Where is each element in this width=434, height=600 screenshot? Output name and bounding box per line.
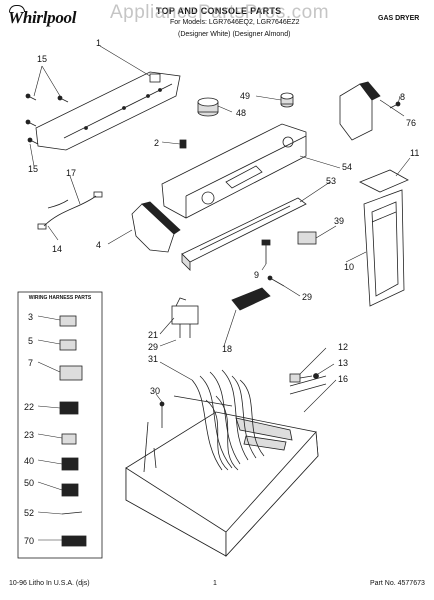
callout-16: 16 xyxy=(338,374,348,384)
part-1-console-bracket xyxy=(35,71,181,151)
watermark: AppliancePartsPros.com xyxy=(110,2,330,23)
callout-17: 17 xyxy=(66,168,76,178)
callout-13: 13 xyxy=(338,358,348,368)
wiring-callout-23: 23 xyxy=(24,430,34,440)
part-15-screws xyxy=(25,93,69,145)
part-21-control xyxy=(171,297,199,338)
part-number: Part No. 4577673 xyxy=(370,580,425,587)
callout-8: 8 xyxy=(400,92,405,102)
part-10-lint-duct xyxy=(363,189,405,307)
callout-10: 10 xyxy=(344,262,354,272)
wiring-callout-7: 7 xyxy=(28,358,33,368)
print-info: 10-96 Litho In U.S.A. (djs) xyxy=(9,580,90,587)
part-13-screw xyxy=(313,373,319,379)
part-18-timer xyxy=(231,287,271,311)
part-76-hinge-bracket xyxy=(339,81,381,141)
wiring-harness-panel xyxy=(17,291,103,559)
part-14-17-jumper-wire xyxy=(37,191,103,230)
callout-29: 29 xyxy=(302,292,312,302)
callout-4: 4 xyxy=(96,240,101,250)
part-4-end-cap xyxy=(131,201,181,253)
page-number: 1 xyxy=(213,580,217,587)
part-16-bracket xyxy=(289,375,327,395)
callout-31: 31 xyxy=(148,354,158,364)
callout-15: 15 xyxy=(37,54,47,64)
brand-logo: Whirlpool xyxy=(8,8,77,27)
wiring-callout-5: 5 xyxy=(28,336,33,346)
callout-11: 11 xyxy=(410,148,419,158)
callout-12: 12 xyxy=(338,342,348,352)
wiring-harness-title: WIRING HARNESS PARTS xyxy=(28,295,92,301)
wiring-callout-22: 22 xyxy=(24,402,34,412)
callout-53: 53 xyxy=(326,176,336,186)
part-11-lint-cover xyxy=(359,169,409,193)
callout-14: 14 xyxy=(52,244,62,254)
callout-21: 21 xyxy=(148,330,158,340)
part-29-screw xyxy=(267,275,285,287)
callout-9: 9 xyxy=(254,270,259,280)
wiring-callout-3: 3 xyxy=(28,312,33,322)
part-2-clip xyxy=(179,139,187,149)
callout-54: 54 xyxy=(342,162,352,172)
callout-29: 29 xyxy=(148,342,158,352)
dryer-top xyxy=(125,395,319,558)
callout-76: 76 xyxy=(406,118,416,128)
whirlpool-logo-arc xyxy=(9,5,25,12)
part-9-screw xyxy=(261,239,271,264)
wiring-callout-40: 40 xyxy=(24,456,34,466)
wiring-callout-52: 52 xyxy=(24,508,34,518)
wiring-callout-50: 50 xyxy=(24,478,34,488)
callout-30: 30 xyxy=(150,386,160,396)
callout-1: 1 xyxy=(96,38,101,48)
part-31-main-harness xyxy=(191,369,265,471)
wiring-callout-70: 70 xyxy=(24,536,34,546)
part-53-control-bracket xyxy=(181,197,307,271)
part-39-switch xyxy=(297,231,317,245)
part-30-screw xyxy=(159,401,165,428)
callout-39: 39 xyxy=(334,216,344,226)
part-12-thermistor xyxy=(289,373,313,383)
color-variants: (Designer White) (Designer Almond) xyxy=(178,31,291,38)
product-type: GAS DRYER xyxy=(378,15,420,22)
part-54-console-panel xyxy=(161,123,307,219)
page-title: TOP AND CONSOLE PARTS xyxy=(156,6,282,16)
callout-18: 18 xyxy=(222,344,232,354)
callout-48: 48 xyxy=(236,108,246,118)
part-48-knob xyxy=(197,97,219,117)
leader-lines xyxy=(29,45,411,541)
model-numbers: For Models: LGR7646EQ2, LGR7646EZ2 xyxy=(170,19,300,26)
callout-2: 2 xyxy=(154,138,159,148)
part-49-knob-small xyxy=(280,92,294,108)
callout-15: 15 xyxy=(28,164,38,174)
callout-49: 49 xyxy=(240,91,250,101)
